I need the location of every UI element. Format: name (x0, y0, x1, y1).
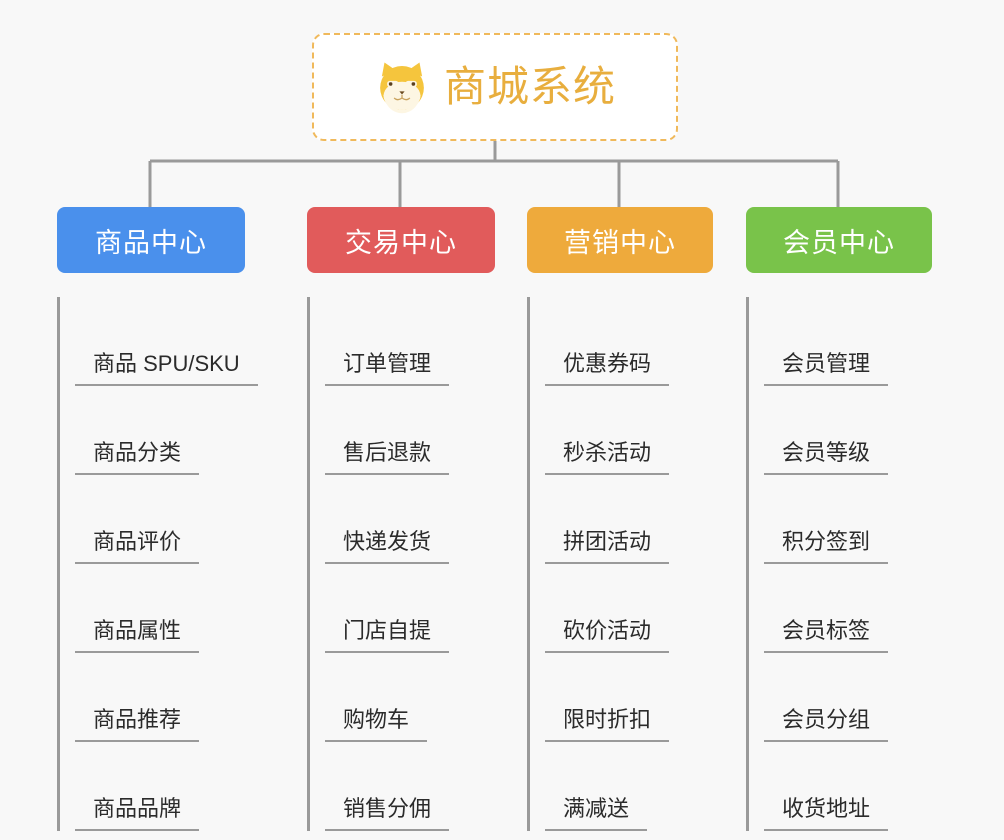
list-item-label: 会员等级 (764, 440, 889, 475)
list-item-label: 积分签到 (764, 529, 889, 564)
list-item-label: 会员分组 (764, 707, 889, 742)
list-item[interactable]: 会员分组 (764, 653, 932, 742)
list-item[interactable]: 商品品牌 (75, 742, 258, 831)
list-item-label: 拼团活动 (545, 529, 670, 564)
list-item[interactable]: 订单管理 (325, 297, 495, 386)
list-item[interactable]: 秒杀活动 (545, 386, 713, 475)
list-item-label: 售后退款 (325, 440, 450, 475)
branch-header-label: 商品中心 (95, 227, 207, 258)
branch-header-label: 交易中心 (345, 227, 457, 258)
list-item[interactable]: 销售分佣 (325, 742, 495, 831)
list-item-label: 商品推荐 (75, 707, 200, 742)
list-item[interactable]: 商品属性 (75, 564, 258, 653)
list-item-label: 限时折扣 (545, 707, 670, 742)
list-item[interactable]: 商品推荐 (75, 653, 258, 742)
list-item-label: 订单管理 (325, 351, 450, 386)
list-item[interactable]: 收货地址 (764, 742, 932, 831)
list-item[interactable]: 砍价活动 (545, 564, 713, 653)
list-item[interactable]: 售后退款 (325, 386, 495, 475)
list-item-label: 砍价活动 (545, 618, 670, 653)
branch-header-product-center[interactable]: 商品中心 (57, 207, 245, 273)
list-item-label: 优惠券码 (545, 351, 670, 386)
list-item-label: 商品 SPU/SKU (75, 351, 258, 386)
list-item-label: 商品评价 (75, 529, 200, 564)
list-item[interactable]: 购物车 (325, 653, 495, 742)
list-item[interactable]: 会员管理 (764, 297, 932, 386)
list-item[interactable]: 门店自提 (325, 564, 495, 653)
list-item-label: 收货地址 (764, 796, 889, 831)
list-item-label: 购物车 (325, 707, 428, 742)
branch-items-product-center: 商品 SPU/SKU 商品分类 商品评价 商品属性 商品推荐 商品品牌 (57, 297, 258, 831)
list-item-label: 商品分类 (75, 440, 200, 475)
branch-header-label: 会员中心 (783, 227, 895, 258)
list-item[interactable]: 商品评价 (75, 475, 258, 564)
list-item[interactable]: 商品分类 (75, 386, 258, 475)
list-item-label: 销售分佣 (325, 796, 450, 831)
list-item-label: 会员管理 (764, 351, 889, 386)
branch-header-marketing-center[interactable]: 营销中心 (527, 207, 713, 273)
list-item[interactable]: 会员标签 (764, 564, 932, 653)
list-item[interactable]: 积分签到 (764, 475, 932, 564)
list-item[interactable]: 商品 SPU/SKU (75, 297, 258, 386)
branch-column-product-center: 商品中心 商品 SPU/SKU 商品分类 商品评价 商品属性 商品推荐 商品品牌 (57, 207, 258, 831)
list-item[interactable]: 会员等级 (764, 386, 932, 475)
list-item-label: 会员标签 (764, 618, 889, 653)
shiba-dog-face-icon (374, 59, 430, 115)
root-node-shop-system[interactable]: 商城系统 (312, 33, 678, 141)
list-item-label: 门店自提 (325, 618, 450, 653)
branch-column-trade-center: 交易中心 订单管理 售后退款 快递发货 门店自提 购物车 销售分佣 (307, 207, 495, 831)
branch-column-member-center: 会员中心 会员管理 会员等级 积分签到 会员标签 会员分组 收货地址 (746, 207, 932, 831)
list-item-label: 秒杀活动 (545, 440, 670, 475)
branch-items-marketing-center: 优惠券码 秒杀活动 拼团活动 砍价活动 限时折扣 满减送 (527, 297, 713, 831)
branch-header-trade-center[interactable]: 交易中心 (307, 207, 495, 273)
list-item[interactable]: 满减送 (545, 742, 713, 831)
list-item[interactable]: 优惠券码 (545, 297, 713, 386)
branch-header-label: 营销中心 (564, 227, 676, 258)
list-item[interactable]: 限时折扣 (545, 653, 713, 742)
list-item-label: 满减送 (545, 796, 648, 831)
list-item[interactable]: 拼团活动 (545, 475, 713, 564)
root-node-title: 商城系统 (443, 63, 616, 110)
branch-header-member-center[interactable]: 会员中心 (746, 207, 932, 273)
list-item[interactable]: 快递发货 (325, 475, 495, 564)
list-item-label: 商品属性 (75, 618, 200, 653)
branch-column-marketing-center: 营销中心 优惠券码 秒杀活动 拼团活动 砍价活动 限时折扣 满减送 (527, 207, 713, 831)
branch-items-member-center: 会员管理 会员等级 积分签到 会员标签 会员分组 收货地址 (746, 297, 932, 831)
list-item-label: 商品品牌 (75, 796, 200, 831)
branch-items-trade-center: 订单管理 售后退款 快递发货 门店自提 购物车 销售分佣 (307, 297, 495, 831)
list-item-label: 快递发货 (325, 529, 450, 564)
